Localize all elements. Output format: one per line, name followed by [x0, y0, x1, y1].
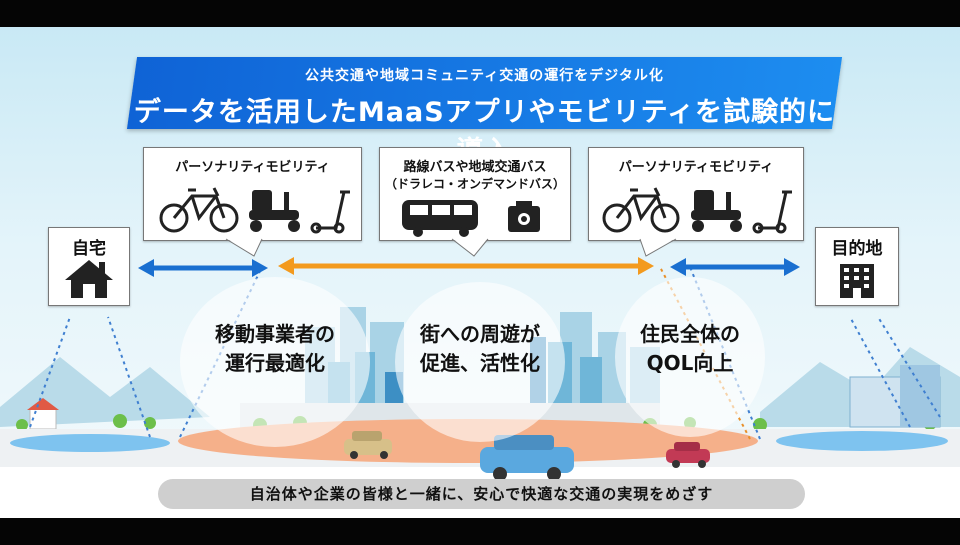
arrow-center-orange	[278, 257, 654, 275]
benefit-circle-residents	[615, 277, 765, 437]
benefit-residents: 住民全体の QOL向上	[612, 320, 768, 378]
card-personal-mobility-left: パーソナリティモビリティ	[143, 147, 362, 241]
card-subtitle: （ドラレコ・オンデマンドバス）	[384, 177, 565, 191]
card-bus: 路線バスや地域交通バス （ドラレコ・オンデマンドバス）	[379, 147, 571, 241]
card-title: 路線バスや地域交通バス	[403, 160, 547, 175]
card-tail	[639, 238, 677, 257]
bus-icon	[402, 200, 478, 237]
banner-subtitle: 公共交通や地域コミュニティ交通の運行をデジタル化	[305, 68, 664, 84]
place-destination-label: 目的地	[831, 239, 883, 259]
kick-scooter-icon	[310, 190, 350, 234]
mobility-scooter-icon	[249, 190, 300, 232]
benefit-operators: 移動事業者の 運行最適化	[195, 320, 355, 378]
route-arrows	[138, 257, 800, 277]
car-icon	[344, 431, 392, 459]
place-home: 自宅	[48, 227, 130, 306]
benefit-residents-line2: QOL向上	[646, 351, 734, 375]
letterbox-top	[0, 0, 960, 27]
card-icons	[159, 187, 350, 234]
benefit-operators-line1: 移動事業者の	[215, 322, 335, 346]
letterbox-bottom	[0, 518, 960, 545]
card-personal-mobility-right: パーソナリティモビリティ	[588, 147, 804, 241]
benefit-town: 街への周遊が 促進、活性化	[400, 320, 560, 378]
benefit-circle-town	[395, 282, 565, 442]
card-icons	[402, 200, 540, 237]
place-destination: 目的地	[815, 227, 899, 306]
dashcam-icon	[508, 201, 540, 232]
benefit-circle-operators	[180, 277, 370, 447]
suv-icon	[480, 435, 574, 481]
card-tail	[451, 238, 489, 257]
benefit-town-line1: 街への周遊が	[420, 322, 540, 346]
card-tail	[225, 238, 263, 257]
card-title: パーソナリティモビリティ	[175, 160, 330, 175]
benefit-town-line2: 促進、活性化	[420, 351, 540, 375]
building-icon	[840, 264, 874, 298]
card-title: パーソナリティモビリティ	[618, 160, 774, 175]
arrow-home-left	[138, 259, 268, 277]
footer-message: 自治体や企業の皆様と一緒に、安心で快適な交通の実現をめざす	[158, 479, 805, 509]
red-car-icon	[666, 442, 710, 468]
bicycle-icon	[159, 187, 239, 233]
benefit-residents-line1: 住民全体の	[640, 322, 740, 346]
mobility-scooter-icon	[691, 190, 742, 232]
house-icon	[65, 260, 113, 298]
bicycle-icon	[602, 187, 680, 233]
card-icons	[602, 187, 792, 234]
benefit-operators-line2: 運行最適化	[225, 351, 325, 375]
kick-scooter-icon	[752, 190, 792, 234]
header-banner-text: 公共交通や地域コミュニティ交通の運行をデジタル化 データを活用したMaaSアプリ…	[132, 57, 837, 167]
place-home-label: 自宅	[72, 239, 106, 259]
arrow-destination-right	[670, 258, 800, 276]
